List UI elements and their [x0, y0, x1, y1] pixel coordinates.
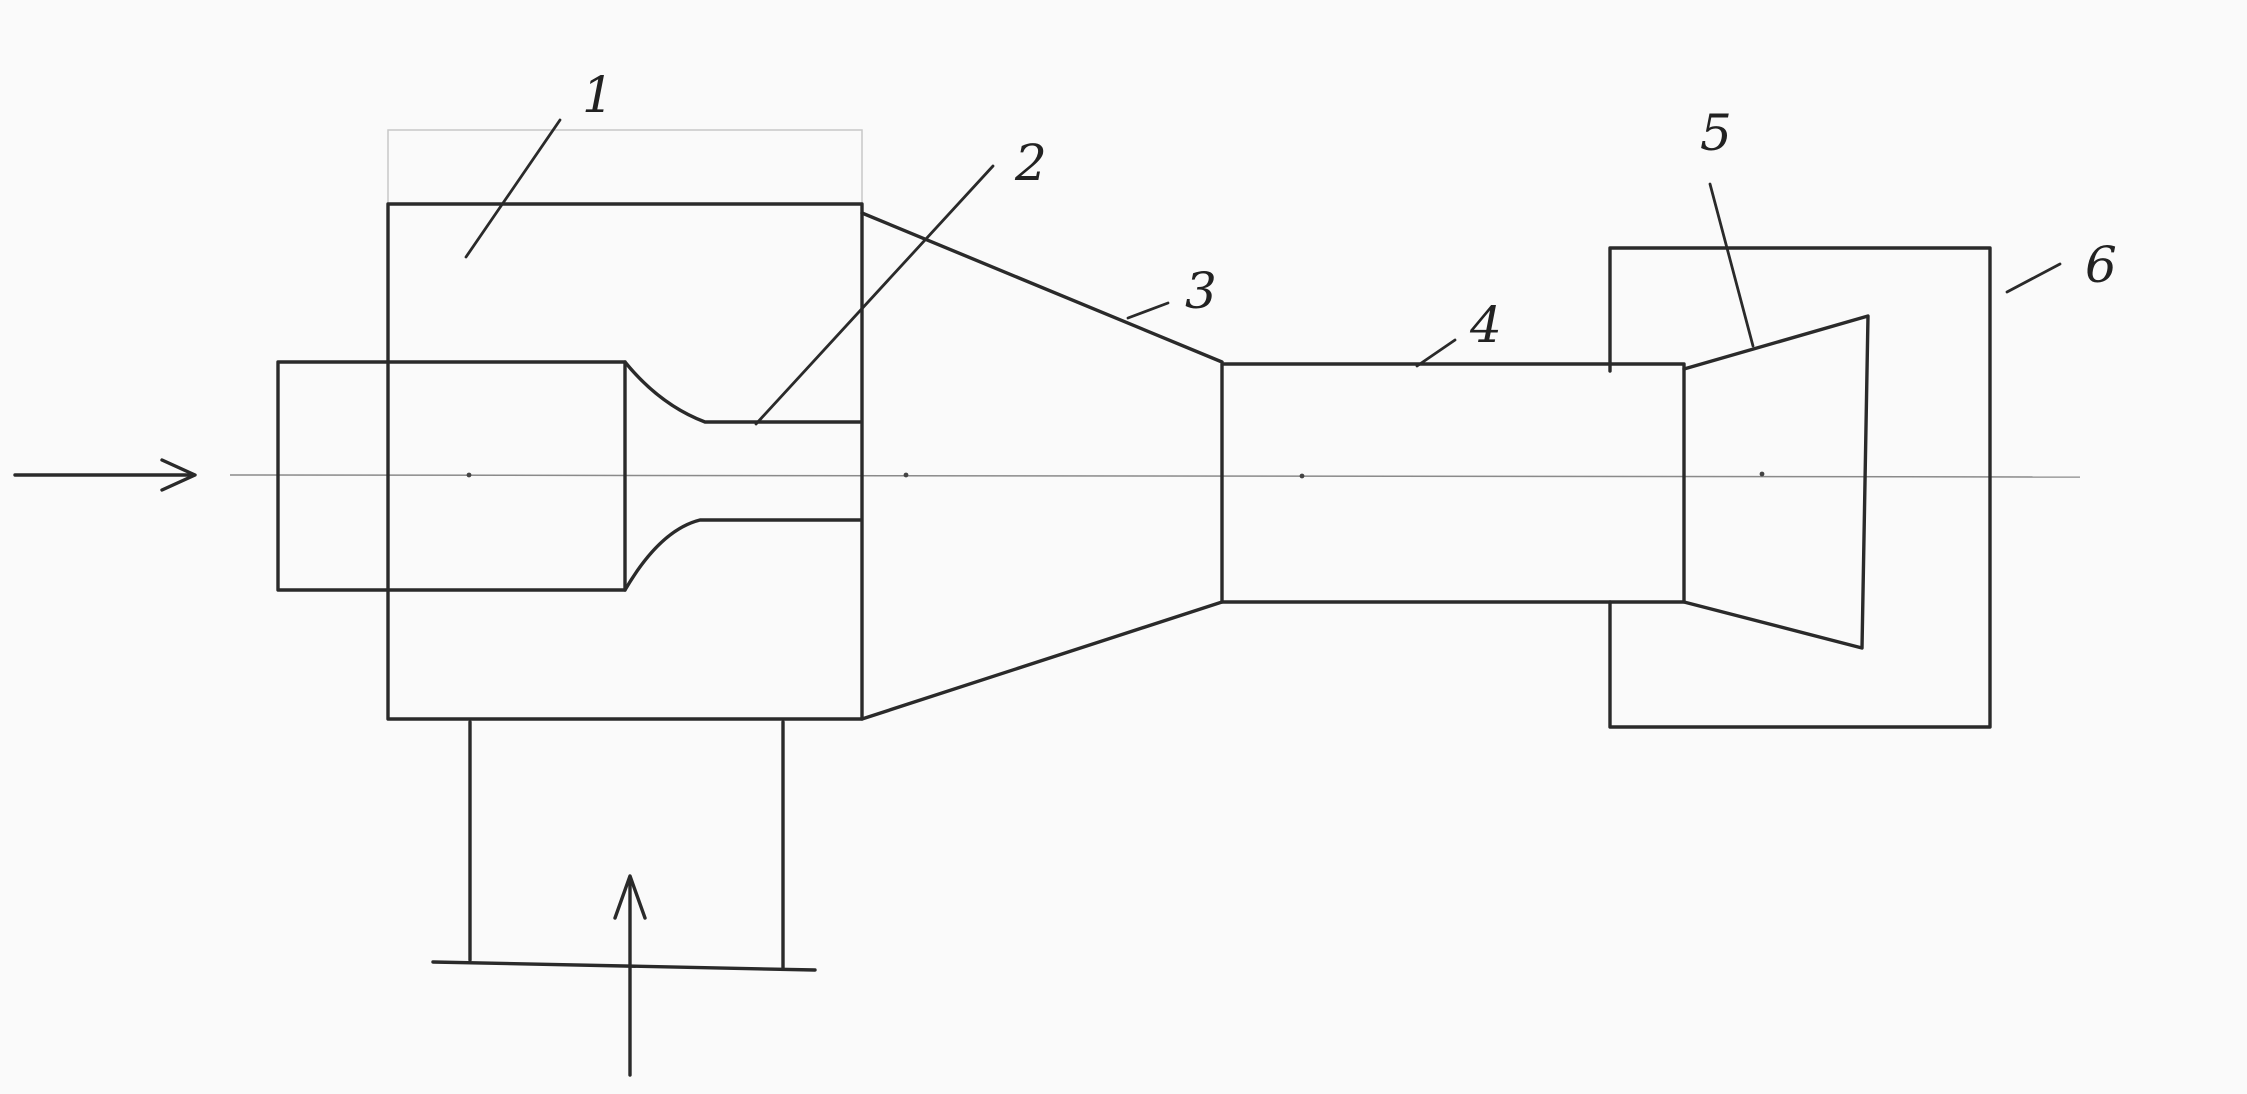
callout-2: 2	[1014, 134, 1047, 192]
leader-line-6	[2005, 262, 2062, 294]
leader-line-4	[1415, 338, 1457, 368]
mixing-tube	[1220, 362, 1686, 604]
leader-line-2	[754, 164, 995, 426]
leader-line-1	[464, 118, 562, 259]
diffuser	[1682, 314, 1870, 650]
suction-pipe	[431, 720, 817, 972]
nozzle	[623, 360, 862, 592]
center-marks	[466, 471, 1765, 479]
construction-line	[387, 129, 863, 205]
mixing-chamber	[386, 202, 864, 721]
leader-line-3	[1126, 301, 1170, 320]
callout-3: 3	[1185, 262, 1217, 320]
callout-4: 4	[1469, 296, 1502, 354]
suction-inlet-arrow	[613, 874, 647, 1077]
leader-line-5	[1708, 182, 1755, 348]
converging-cone	[860, 211, 1224, 721]
receiving-chamber	[1608, 246, 1992, 729]
callout-6: 6	[2085, 236, 2117, 294]
callout-1: 1	[582, 66, 614, 124]
main-inlet-arrow	[13, 458, 197, 492]
callout-5: 5	[1700, 104, 1732, 162]
centerline	[229, 474, 2081, 478]
